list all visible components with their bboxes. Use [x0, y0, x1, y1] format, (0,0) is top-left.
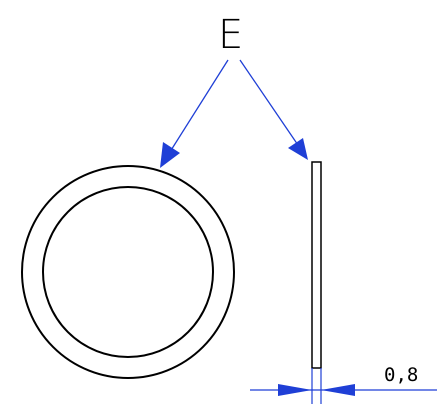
ring-outer-circle	[21, 165, 235, 379]
ring-side-view	[311, 161, 322, 369]
ring-front-view	[21, 165, 235, 379]
ring-inner-circle	[42, 186, 214, 358]
leader-arrowhead-ring	[160, 142, 180, 168]
dimension-arrowhead-right	[321, 384, 355, 396]
thickness-value: 0,8	[384, 364, 418, 386]
thickness-dimension: 0,8	[250, 364, 437, 404]
leader-to-side-view	[239, 59, 308, 160]
part-label: E	[218, 12, 243, 58]
leader-arrowhead-side	[288, 138, 308, 160]
leader-to-ring	[160, 59, 229, 168]
dimension-arrowhead-left	[278, 384, 312, 396]
